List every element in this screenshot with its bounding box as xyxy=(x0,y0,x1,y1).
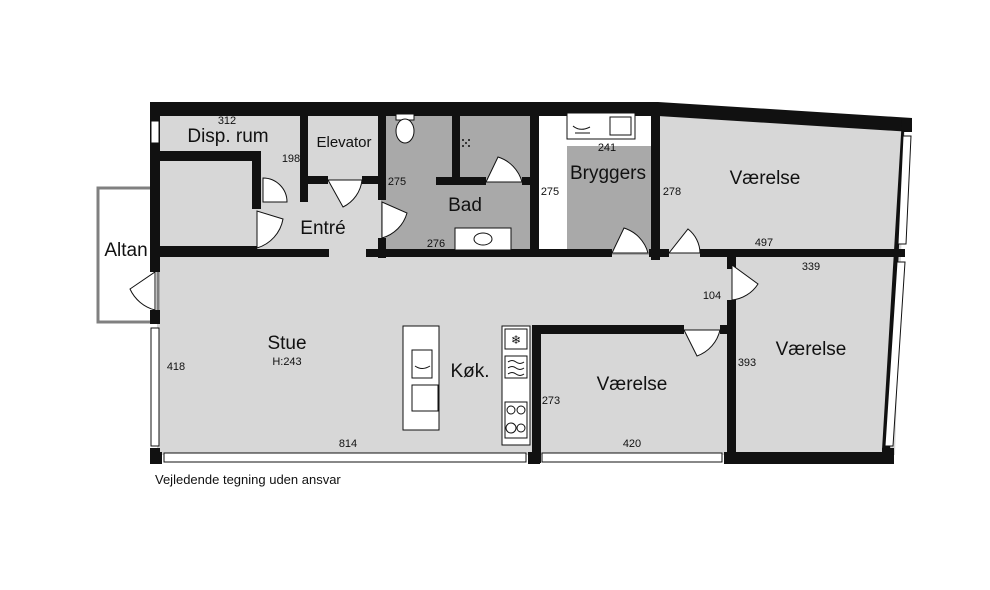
doors xyxy=(129,156,759,357)
dim-vaerelse-right-depth: 393 xyxy=(738,357,756,369)
wall-bad-right xyxy=(530,110,539,256)
door-vaerelse-top xyxy=(667,228,701,254)
wall-bad-inner-bottom2 xyxy=(522,177,536,185)
dim-stue-width: 814 xyxy=(339,438,357,450)
kitchen-island xyxy=(402,325,440,431)
wall-elevator-bottom xyxy=(306,176,328,184)
window-right-lower xyxy=(884,261,906,447)
wall-bottom-right xyxy=(724,452,894,464)
wall-bad-left-lower xyxy=(378,238,386,258)
wall-closet-right xyxy=(252,151,261,209)
room-label-kok: Køk. xyxy=(450,361,489,382)
dim-disp-depth: 198 xyxy=(282,153,300,165)
door-bad-shower xyxy=(485,156,523,183)
door-vaerelse-right xyxy=(731,264,759,301)
room-label-bad: Bad xyxy=(448,195,482,216)
room-labels: Disp. rum Elevator Entré Bad Bryggers Væ… xyxy=(104,126,846,395)
dim-stue-depth: 418 xyxy=(167,361,185,373)
dim-vaerelse-mid-depth: 273 xyxy=(542,395,560,407)
wall-disp-right xyxy=(300,110,308,202)
wall-vaerelse-mid-top2 xyxy=(720,325,732,334)
door-closet xyxy=(256,210,284,249)
floor-bryggers-white xyxy=(537,110,567,255)
inner-walls xyxy=(157,110,905,463)
laundry-counter xyxy=(566,112,636,140)
dishwasher-icon xyxy=(411,349,433,379)
wall-bottom-left-stub xyxy=(150,452,162,464)
fixtures: ❄ xyxy=(395,112,636,446)
dimension-labels: 312 198 275 276 275 241 278 497 339 104 … xyxy=(167,115,820,450)
room-label-stue: Stue xyxy=(267,333,306,354)
dim-vaerelse-mid-width: 420 xyxy=(623,438,641,450)
door-vaerelse-mid xyxy=(683,329,721,357)
kitchen-sink-icon xyxy=(411,384,439,412)
wall-top xyxy=(150,102,912,132)
wall-h-corridor-right2 xyxy=(700,249,905,257)
window-bottom-mid xyxy=(541,452,723,463)
room-label-altan: Altan xyxy=(104,240,147,261)
room-label-vaerelse-right: Værelse xyxy=(776,339,847,360)
room-label-vaerelse-mid: Værelse xyxy=(597,374,668,395)
wall-closet-bottom xyxy=(157,246,257,255)
door-elevator xyxy=(327,179,363,208)
window-left-top xyxy=(150,120,160,144)
dim-entre-depth: 275 xyxy=(388,176,406,188)
door-balcony xyxy=(129,271,156,311)
kitchen-counter: ❄ xyxy=(501,325,531,446)
room-label-disp: Disp. rum xyxy=(187,126,268,147)
wall-vaerelse-mid-left xyxy=(532,325,541,463)
window-bottom-stue xyxy=(163,452,527,463)
door-bryggers xyxy=(611,227,649,254)
wall-corridor-vert xyxy=(727,255,736,269)
windows xyxy=(150,120,912,463)
freezer-icon xyxy=(504,328,528,350)
dim-disp-width: 312 xyxy=(218,115,236,127)
door-disp xyxy=(262,177,288,203)
room-label-bryggers: Bryggers xyxy=(570,163,646,184)
wall-left-upper xyxy=(150,102,160,272)
dim-corridor: 104 xyxy=(703,290,721,302)
disclaimer-text: Vejledende tegning uden ansvar xyxy=(155,472,341,487)
wall-disp-bottom xyxy=(157,151,261,161)
room-label-entre: Entré xyxy=(300,218,345,239)
room-label-elevator: Elevator xyxy=(316,134,371,151)
dim-vaerelse-top-depth: 278 xyxy=(663,186,681,198)
dim-bryggers-width: 241 xyxy=(598,142,616,154)
room-label-vaerelse-top: Værelse xyxy=(730,168,801,189)
wall-h-corridor-right xyxy=(649,249,669,257)
wall-h-corridor-mid xyxy=(366,249,612,257)
toilet-icon xyxy=(395,113,415,144)
wall-corridor-vert2 xyxy=(727,300,736,460)
window-right-top xyxy=(897,135,912,245)
room-height-stue: H:243 xyxy=(272,356,301,368)
wall-left-lower xyxy=(150,310,160,324)
dim-bad-depth: 275 xyxy=(541,186,559,198)
dim-bad-width: 276 xyxy=(427,238,445,250)
bathroom-sink-icon xyxy=(454,227,512,251)
shower-icon xyxy=(462,139,470,147)
wall-bryggers-right xyxy=(651,110,660,260)
door-entre-bad xyxy=(381,201,408,239)
dim-vaerelse-right-width: 339 xyxy=(802,261,820,273)
wall-right-corner xyxy=(882,448,894,464)
wall-bad-left xyxy=(378,110,386,200)
wall-vaerelse-mid-top xyxy=(532,325,684,334)
svg-text:❄: ❄ xyxy=(511,333,521,347)
wall-elevator-bottom2 xyxy=(362,176,386,184)
dim-vaerelse-top-width: 497 xyxy=(755,237,773,249)
wall-bad-inner xyxy=(452,110,460,185)
wall-bad-inner-bottom xyxy=(436,177,486,185)
window-left-stue xyxy=(150,327,160,447)
